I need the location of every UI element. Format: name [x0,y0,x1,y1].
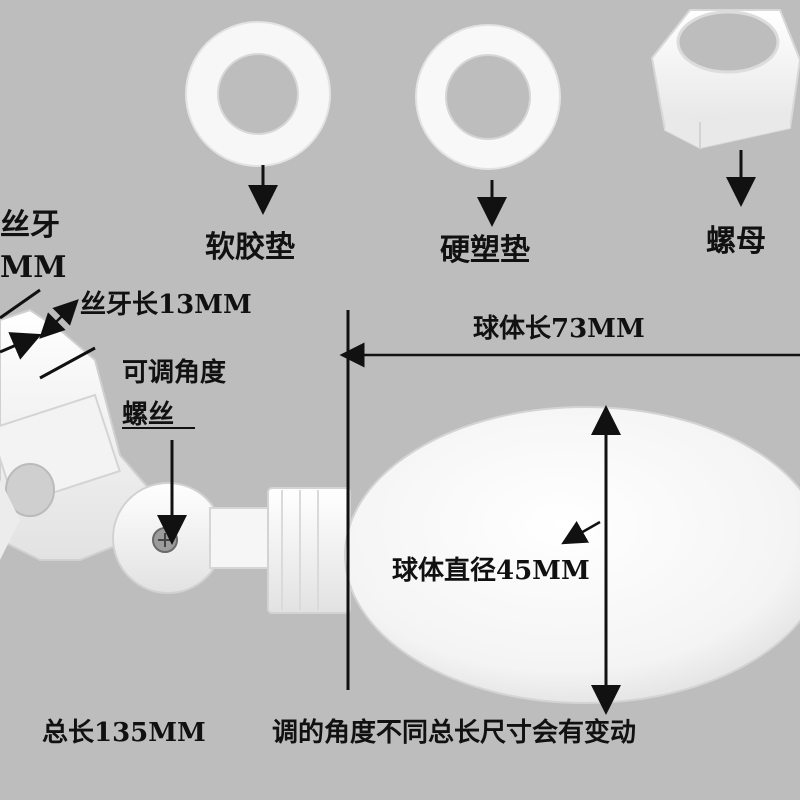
ball-diameter-label: 球体直径45MM [392,556,590,586]
thread-marker-line-2 [39,346,96,380]
total-length-label: 总长135MM [42,718,206,748]
mm-label-cut: MM [0,250,67,285]
thread-marker-line-1 [0,288,41,320]
soft-gasket-label: 软胶垫 [205,230,295,265]
adjust-screw-label: 螺丝 [122,400,175,430]
nut-label: 螺母 [706,224,766,259]
thread-pointer-left [0,332,42,360]
hard-gasket-part [415,24,561,170]
soft-gasket-part [185,21,331,167]
ball-length-label: 球体长73MM [473,314,645,344]
thread-length-arrow [39,299,79,339]
nut-part [650,9,800,150]
float-ball [344,406,800,704]
hard-gasket-label: 硬塑垫 [440,233,530,268]
adjust-angle-label: 可调角度 [122,358,227,388]
thread-label-cut: 丝牙 [0,208,60,243]
thread-length-label: 丝牙长13MM [80,290,252,320]
variation-note-label: 调的角度不同总长尺寸会有变动 [272,718,637,748]
ball-diameter-pointer [561,520,601,545]
float-neck [267,487,351,614]
